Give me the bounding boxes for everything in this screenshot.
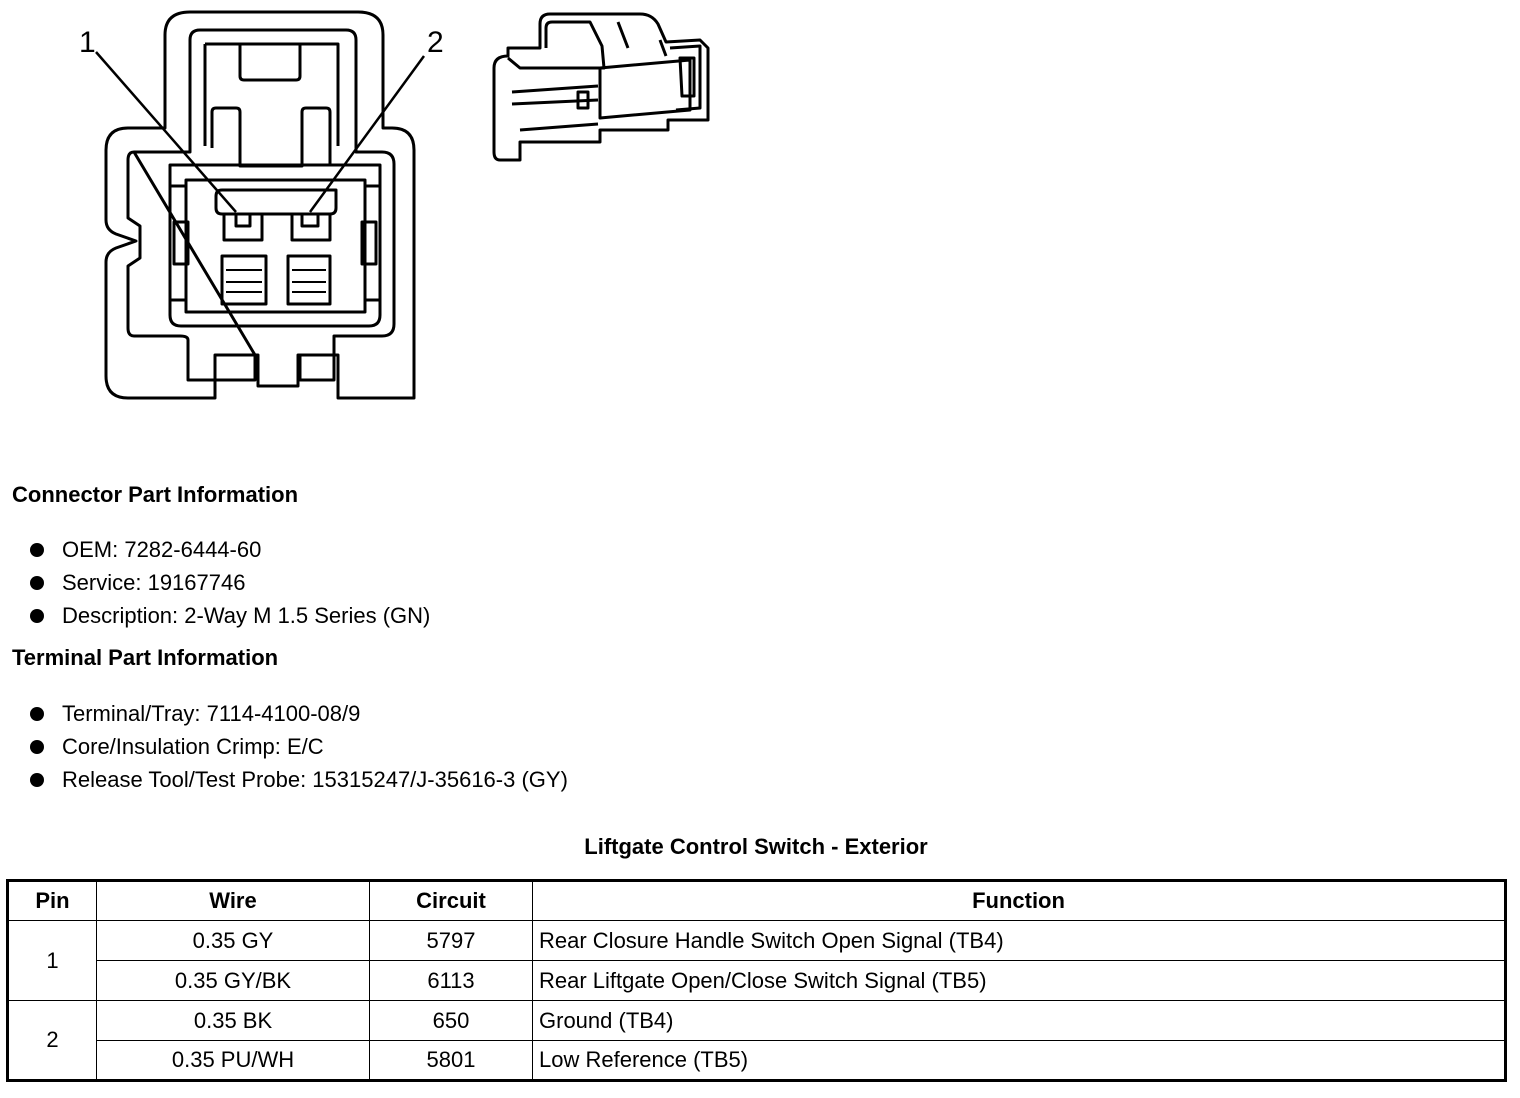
list-item: Description: 2-Way M 1.5 Series (GN) [28, 599, 430, 632]
column-header-circuit: Circuit [369, 880, 533, 921]
table-title: Liftgate Control Switch - Exterior [584, 834, 928, 859]
table-header-row: Pin Wire Circuit Function [7, 880, 1506, 921]
function-cell: Rear Closure Handle Switch Open Signal (… [532, 920, 1506, 961]
connector-part-info-heading: Connector Part Information [12, 482, 299, 507]
column-header-function: Function [532, 880, 1506, 921]
circuit-cell: 5801 [369, 1040, 533, 1081]
list-item: OEM: 7282-6444-60 [28, 533, 430, 566]
table-row: 0.35 PU/WH 5801 Low Reference (TB5) [8, 1040, 1506, 1081]
pinout-table: Pin Wire Circuit Function 1 0.35 GY 5797… [6, 879, 1507, 1082]
connector-face-view [95, 10, 426, 400]
wire-cell: 0.35 PU/WH [96, 1040, 370, 1081]
list-item: Service: 19167746 [28, 566, 430, 599]
bullet-icon [30, 707, 44, 721]
circuit-cell: 6113 [369, 960, 533, 1001]
bullet-icon [30, 576, 44, 590]
table-row: 1 0.35 GY 5797 Rear Closure Handle Switc… [7, 920, 1506, 1001]
pin-2-label: 2 [427, 26, 444, 59]
wire-cell: 0.35 GY/BK [96, 960, 370, 1001]
pin-1-label: 1 [79, 26, 96, 59]
wire-cell: 0.35 GY [96, 920, 370, 961]
list-item: Release Tool/Test Probe: 15315247/J-3561… [28, 763, 568, 796]
circuit-cell: 5797 [369, 920, 533, 961]
terminal-part-info-list: Terminal/Tray: 7114-4100-08/9 Core/Insul… [28, 697, 568, 796]
terminal-part-info-heading: Terminal Part Information [12, 645, 279, 670]
list-item: Core/Insulation Crimp: E/C [28, 730, 568, 763]
pin-cell: 1 [7, 920, 97, 1001]
bullet-icon [30, 740, 44, 754]
column-header-wire: Wire [96, 880, 370, 921]
bullet-icon [30, 773, 44, 787]
bullet-icon [30, 543, 44, 557]
function-cell: Rear Liftgate Open/Close Switch Signal (… [532, 960, 1506, 1001]
table-row: 2 0.35 BK 650 Ground (TB4) [7, 1000, 1506, 1081]
column-header-pin: Pin [7, 880, 97, 921]
function-cell: Low Reference (TB5) [532, 1040, 1506, 1081]
table-row: 0.35 GY/BK 6113 Rear Liftgate Open/Close… [8, 960, 1506, 1001]
connector-side-view [492, 12, 710, 162]
list-item: Terminal/Tray: 7114-4100-08/9 [28, 697, 568, 730]
connector-part-info-list: OEM: 7282-6444-60 Service: 19167746 Desc… [28, 533, 430, 632]
circuit-cell: 650 [369, 1000, 533, 1041]
pin-cell: 2 [7, 1000, 97, 1081]
bullet-icon [30, 609, 44, 623]
connector-drawing [95, 10, 710, 400]
function-cell: Ground (TB4) [532, 1000, 1506, 1041]
wire-cell: 0.35 BK [96, 1000, 370, 1041]
